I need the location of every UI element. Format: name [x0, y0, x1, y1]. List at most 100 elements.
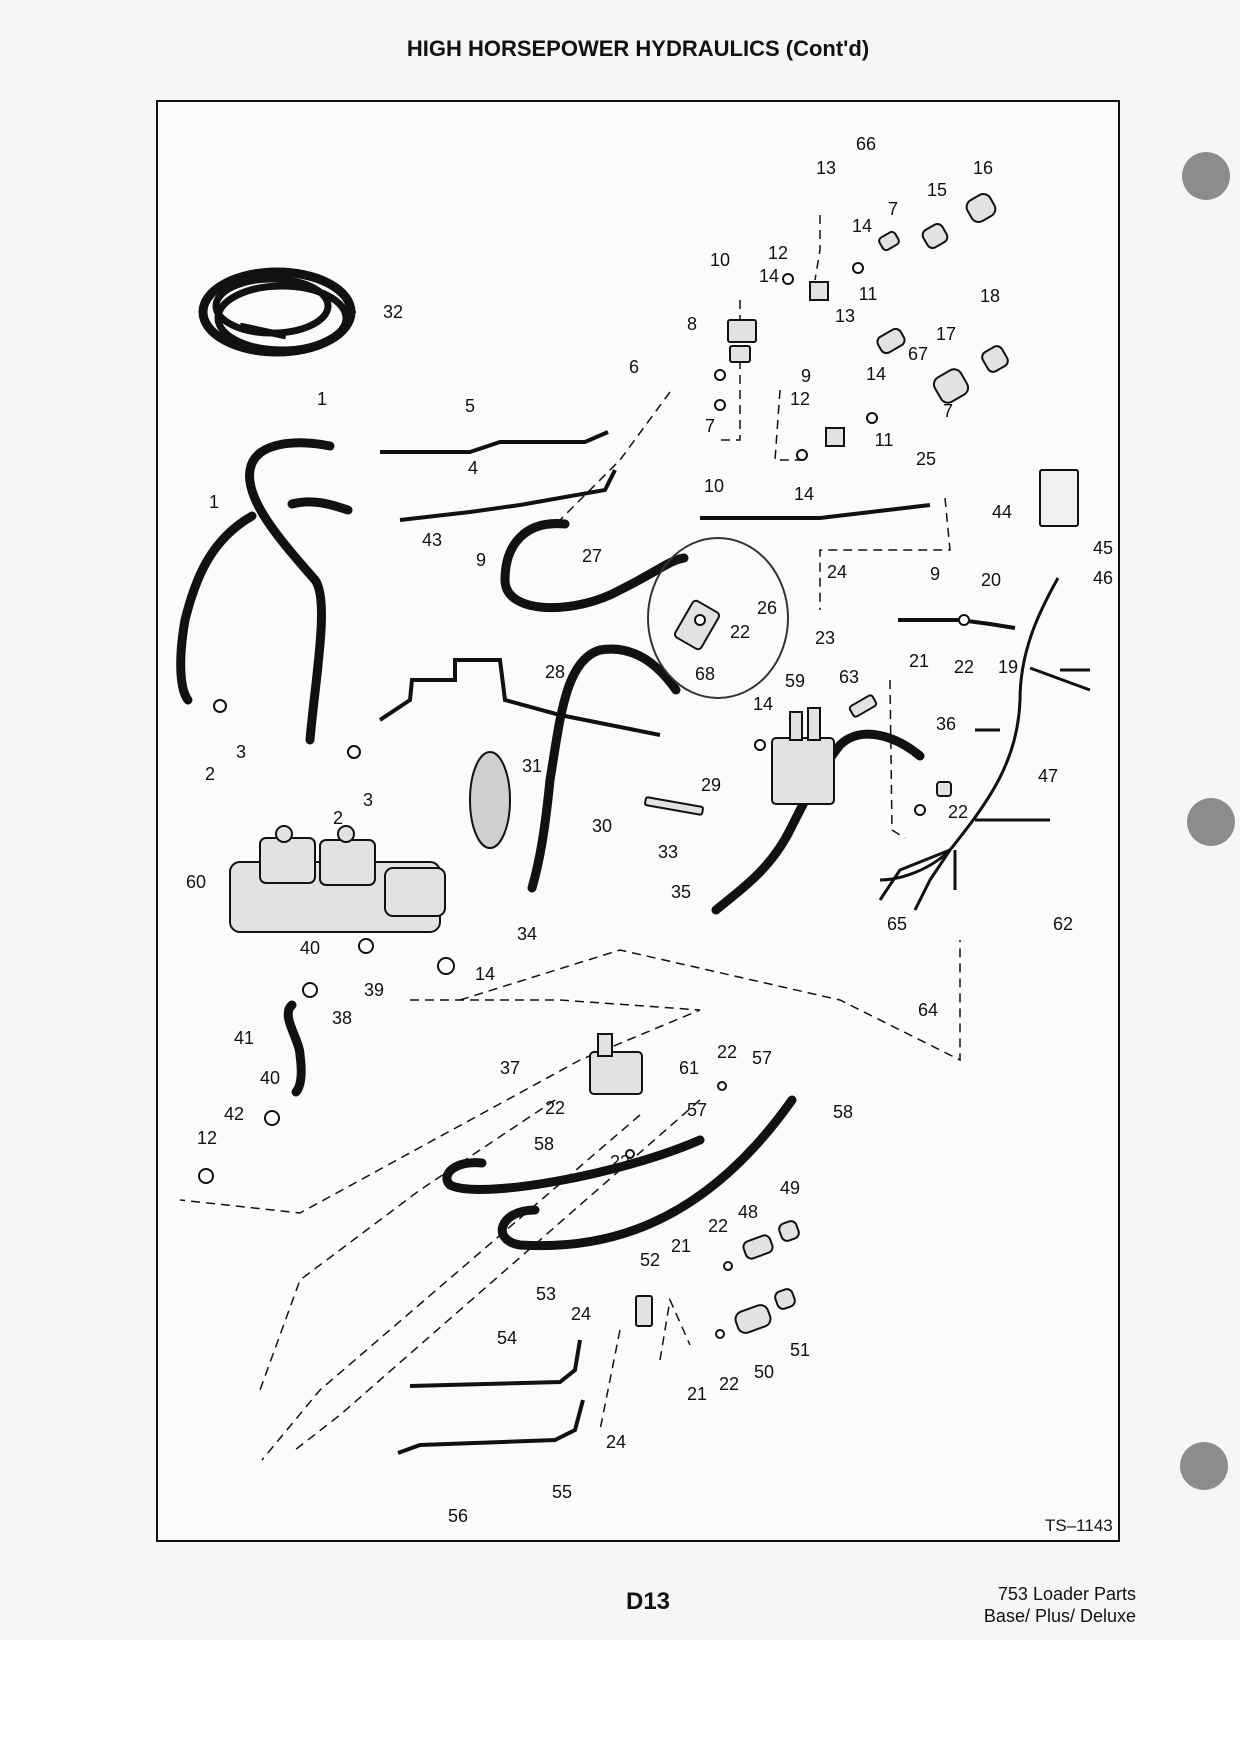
callout-label: 3: [236, 742, 246, 762]
callout-label: 58: [833, 1102, 853, 1122]
callout-label: 24: [827, 562, 847, 582]
callout-label: 37: [500, 1058, 520, 1078]
callout-label: 2: [205, 764, 215, 784]
callout-label: 26: [757, 598, 777, 618]
callout-label: 29: [701, 775, 721, 795]
callout-label: 41: [234, 1028, 254, 1048]
callout-label: 14: [759, 266, 779, 286]
callout-label: 67: [908, 344, 928, 364]
callout-label: 1: [317, 389, 327, 409]
callout-label: 19: [998, 657, 1018, 677]
callout-label: 14: [852, 216, 872, 236]
wire-harness: [878, 577, 1091, 911]
callout-label: 25: [916, 449, 936, 469]
callout-label: 66: [856, 134, 876, 154]
callout-label: 34: [517, 924, 537, 944]
hose-lines: [176, 438, 925, 1251]
callout-label: 44: [992, 502, 1012, 522]
callout-label: 13: [816, 158, 836, 178]
callout-label: 32: [383, 302, 403, 322]
callout-label: 11: [875, 430, 894, 450]
callout-label: 33: [658, 842, 678, 862]
callout-label: 62: [1053, 914, 1073, 934]
callout-label: 10: [704, 476, 724, 496]
callout-label: 58: [534, 1134, 554, 1154]
coiled-hose-drawing: [198, 267, 356, 357]
callout-label: 22: [948, 802, 968, 822]
callout-label: 2: [333, 808, 343, 828]
callout-label: 16: [973, 158, 993, 178]
callout-label: 64: [918, 1000, 938, 1020]
callout-label: 50: [754, 1362, 774, 1382]
callout-label: 65: [887, 914, 907, 934]
callout-label: 22: [610, 1152, 630, 1172]
callout-label: 17: [936, 324, 956, 344]
callout-label: 18: [980, 286, 1000, 306]
callout-label: 30: [592, 816, 612, 836]
callout-label: 60: [186, 872, 206, 892]
callout-label: 10: [710, 250, 730, 270]
callout-label: 12: [790, 389, 810, 409]
callout-label: 12: [197, 1128, 217, 1148]
callout-label: 14: [866, 364, 886, 384]
callout-label: 9: [930, 564, 940, 584]
detail-outline: [647, 537, 789, 699]
callout-label: 46: [1093, 568, 1113, 588]
callout-label: 59: [785, 671, 805, 691]
callout-label: 23: [815, 628, 835, 648]
callout-label: 55: [552, 1482, 572, 1502]
callout-label: 13: [835, 306, 855, 326]
callout-label: 45: [1093, 538, 1113, 558]
callout-label: 22: [708, 1216, 728, 1236]
callout-label: 22: [719, 1374, 739, 1394]
callout-label: 53: [536, 1284, 556, 1304]
callout-label: 15: [927, 180, 947, 200]
callout-label: 57: [687, 1100, 707, 1120]
callout-label: 56: [448, 1506, 468, 1526]
tube-lines: [378, 430, 1016, 1455]
callout-label: 57: [752, 1048, 772, 1068]
callout-label: 21: [687, 1384, 707, 1404]
page-title: HIGH HORSEPOWER HYDRAULICS (Cont'd): [406, 36, 870, 61]
callout-label: 21: [671, 1236, 691, 1256]
callout-label: 20: [981, 570, 1001, 590]
callout-label: 14: [753, 694, 773, 714]
callout-label: 9: [801, 366, 811, 386]
callout-label: 6: [629, 357, 639, 377]
callout-label: 12: [768, 243, 788, 263]
callout-label: 68: [695, 664, 715, 684]
binder-hole-bottom: [1180, 1442, 1228, 1490]
callout-label: 27: [582, 546, 602, 566]
callout-label: 5: [465, 396, 475, 416]
page-number: D13: [626, 1588, 671, 1615]
callout-label: 48: [738, 1202, 758, 1222]
callout-label: 7: [888, 199, 898, 219]
callout-label: 22: [730, 622, 750, 642]
callout-label: 24: [571, 1304, 591, 1324]
footer-variants: Base/ Plus/ Deluxe: [983, 1606, 1136, 1626]
callout-label: 39: [364, 980, 384, 1000]
callout-label: 11: [859, 284, 878, 304]
callout-label: 47: [1038, 766, 1058, 786]
callout-label: 22: [954, 657, 974, 677]
callout-label: 7: [705, 416, 715, 436]
callout-label: 63: [839, 667, 859, 687]
callout-label: 22: [717, 1042, 737, 1062]
callout-label: 14: [794, 484, 814, 504]
callout-label: 24: [606, 1432, 626, 1452]
callout-label: 4: [468, 458, 478, 478]
callout-label: 40: [300, 938, 320, 958]
callout-label: 31: [522, 756, 542, 776]
callout-label: 3: [363, 790, 373, 810]
callout-label: 42: [224, 1104, 244, 1124]
callout-label: 35: [671, 882, 691, 902]
callout-label: 22: [545, 1098, 565, 1118]
callout-label: 43: [422, 530, 442, 550]
callout-label: 36: [936, 714, 956, 734]
footer-model: 753 Loader Parts: [997, 1584, 1136, 1604]
callout-label: 49: [780, 1178, 800, 1198]
callout-label: 54: [497, 1328, 517, 1348]
small-fittings: [198, 262, 970, 1339]
callout-label: 1: [209, 492, 219, 512]
callout-label: 61: [679, 1058, 699, 1078]
